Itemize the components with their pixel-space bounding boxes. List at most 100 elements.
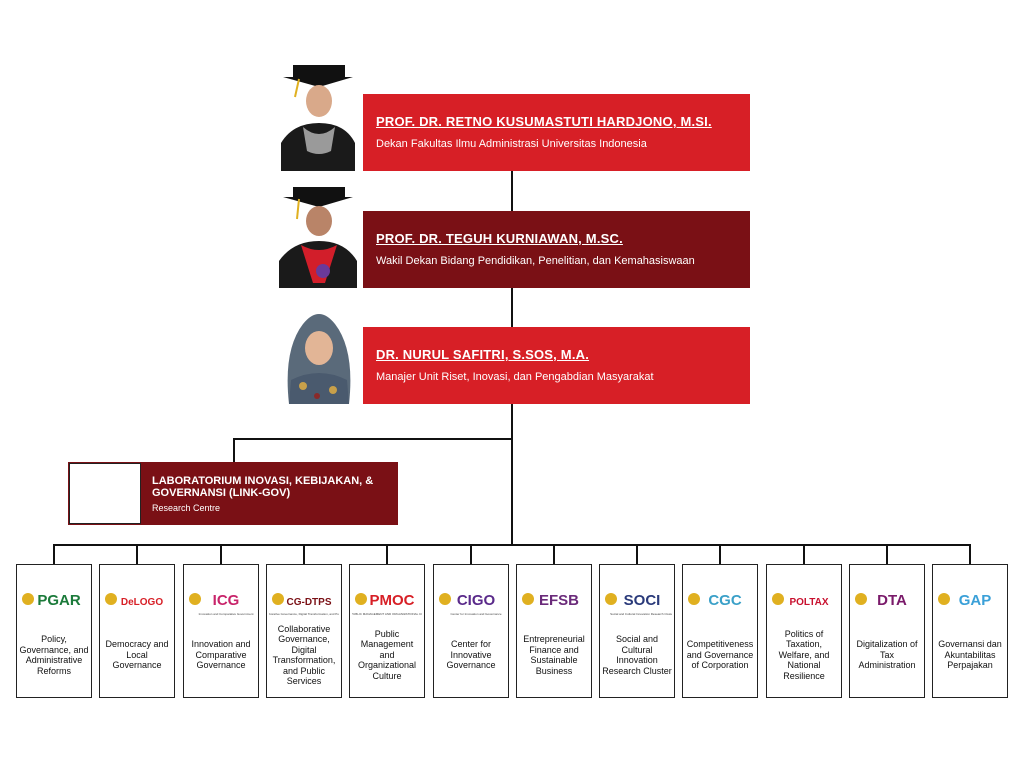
unit-logo-cgc: CGC	[685, 575, 755, 625]
unit-logo-pgar: PGAR	[19, 575, 89, 625]
university-seal-icon	[272, 593, 284, 605]
unit-card-dta: DTA Digitalization of Tax Administration	[849, 564, 925, 698]
unit-label: Policy, Governance, and Administrative R…	[19, 634, 89, 676]
university-seal-icon	[439, 593, 451, 605]
unit-logo-text: CIGO	[457, 592, 496, 609]
person-role: Dekan Fakultas Ilmu Administrasi Univers…	[376, 138, 647, 150]
lab-logo-placeholder	[69, 463, 141, 524]
unit-label: Governansi dan Akuntabilitas Perpajakan	[938, 639, 1002, 671]
unit-logo-text: DeLOGO	[121, 597, 163, 608]
unit-logo-graphic: POLTAX	[772, 593, 829, 608]
unit-label: Democracy and Local Governance	[105, 639, 169, 671]
portrait-icon	[279, 187, 357, 288]
person-role: Wakil Dekan Bidang Pendidikan, Penelitia…	[376, 255, 695, 267]
unit-logo-soci: SOCI Social and Cultural Innovation Resea…	[602, 575, 674, 625]
unit-logo-subtext: Collaborative Governance, Digital Transf…	[269, 612, 339, 616]
unit-logo-poltax: POLTAX	[769, 575, 839, 625]
unit-logo-text: GAP	[959, 592, 992, 609]
university-seal-icon	[772, 593, 784, 605]
university-seal-icon	[22, 593, 34, 605]
unit-logo-subtext: PUBLIC MANAGEMENT AND ORGANIZATIONAL CUL…	[352, 612, 422, 616]
unit-connector-drop	[303, 544, 305, 564]
photo-manager	[273, 314, 363, 404]
unit-logo-cg-dtps: CG-DTPS Collaborative Governance, Digital…	[262, 575, 356, 625]
portrait-icon	[287, 314, 351, 404]
unit-connector-drop	[803, 544, 805, 564]
unit-label: Innovation and Comparative Governance	[191, 639, 251, 671]
unit-logo-subtext: Center for Innovation and Governance	[450, 612, 501, 616]
unit-logo-subtext: Social and Cultural Innovation Research …	[610, 612, 672, 616]
unit-logo-delogo: DeLOGO	[102, 575, 172, 625]
university-seal-icon	[855, 593, 867, 605]
unit-logo-graphic: CG-DTPS Collaborative Governance, Digital…	[262, 593, 356, 616]
person-bar-manager: DR. NURUL SAFITRI, S.SOS, M.A. Manajer U…	[363, 327, 750, 404]
lab-subtitle: Research Centre	[152, 503, 221, 513]
unit-label: Digitalization of Tax Administration	[856, 639, 918, 671]
unit-logo-graphic: CGC	[688, 592, 742, 609]
unit-logo-cigo: CIGO Center for Innovation and Governance	[436, 575, 506, 625]
unit-logo-gap: GAP	[935, 575, 1005, 625]
unit-label: Public Management and Organizational Cul…	[357, 628, 417, 681]
unit-card-gap: GAP Governansi dan Akuntabilitas Perpajak…	[932, 564, 1008, 698]
portrait-icon	[281, 65, 355, 171]
university-seal-icon	[105, 593, 117, 605]
university-seal-icon	[522, 593, 534, 605]
unit-connector-drop	[220, 544, 222, 564]
person-name: PROF. DR. RETNO KUSUMASTUTI HARDJONO, M.…	[376, 114, 712, 129]
unit-connector-drop	[886, 544, 888, 564]
unit-connector-drop	[53, 544, 55, 564]
unit-connector-drop	[719, 544, 721, 564]
university-seal-icon	[189, 593, 201, 605]
unit-logo-graphic: CIGO Center for Innovation and Governance	[439, 592, 502, 616]
university-seal-icon	[688, 593, 700, 605]
unit-label: Social and Cultural Innovation Research …	[602, 634, 672, 676]
unit-label: Entrepreneurial Finance and Sustainable …	[523, 634, 585, 676]
unit-logo-text: DTA	[877, 592, 907, 609]
unit-logo-graphic: DTA	[855, 592, 907, 609]
unit-card-soci: SOCI Social and Cultural Innovation Resea…	[599, 564, 675, 698]
university-seal-icon	[605, 593, 617, 605]
person-bar-dean: PROF. DR. RETNO KUSUMASTUTI HARDJONO, M.…	[363, 94, 750, 171]
unit-label: Politics of Taxation, Welfare, and Natio…	[778, 628, 830, 681]
unit-connector-drop	[636, 544, 638, 564]
person-card-dean: PROF. DR. RETNO KUSUMASTUTI HARDJONO, M.…	[273, 65, 750, 171]
unit-card-cg-dtps: CG-DTPS Collaborative Governance, Digital…	[262, 564, 356, 698]
person-card-manager: DR. NURUL SAFITRI, S.SOS, M.A. Manajer U…	[273, 314, 750, 404]
unit-card-poltax: POLTAX Politics of Taxation, Welfare, and…	[766, 564, 842, 698]
lab-title: LABORATORIUM INOVASI, KEBIJAKAN, & GOVER…	[152, 475, 374, 499]
person-card-vice-dean: PROF. DR. TEGUH KURNIAWAN, M.SC. Wakil D…	[273, 187, 750, 288]
unit-logo-text: CG-DTPS	[287, 597, 332, 608]
connector-units-horizontal	[53, 544, 971, 546]
unit-logo-graphic: SOCI Social and Cultural Innovation Resea…	[605, 592, 674, 616]
unit-card-pgar: PGAR Policy, Governance, and Administrati…	[16, 564, 92, 698]
person-name: DR. NURUL SAFITRI, S.SOS, M.A.	[376, 347, 590, 362]
unit-connector-drop	[136, 544, 138, 564]
unit-logo-graphic: EFSB	[522, 592, 579, 609]
university-seal-icon	[938, 593, 950, 605]
unit-connector-drop	[386, 544, 388, 564]
unit-logo-text: CGC	[708, 592, 742, 609]
unit-logo-text: SOCI	[624, 592, 661, 609]
person-bar-vice-dean: PROF. DR. TEGUH KURNIAWAN, M.SC. Wakil D…	[363, 211, 750, 288]
unit-label: Collaborative Governance, Digital Transf…	[272, 623, 336, 687]
unit-card-efsb: EFSB Entrepreneurial Finance and Sustaina…	[516, 564, 592, 698]
unit-logo-text: EFSB	[539, 592, 579, 609]
unit-logo-dta: DTA	[852, 575, 922, 625]
unit-logo-subtext: Innovation and Comparative Government	[199, 612, 254, 616]
unit-connector-drop	[470, 544, 472, 564]
unit-logo-text: PGAR	[37, 592, 81, 609]
unit-card-delogo: DeLOGO Democracy and Local Governance	[99, 564, 175, 698]
connector-lab-horizontal	[233, 438, 513, 440]
person-role: Manajer Unit Riset, Inovasi, dan Pengabd…	[376, 371, 654, 383]
unit-logo-efsb: EFSB	[519, 575, 589, 625]
person-name: PROF. DR. TEGUH KURNIAWAN, M.SC.	[376, 231, 623, 246]
photo-vice-dean	[273, 187, 363, 288]
unit-logo-graphic: PGAR	[22, 592, 81, 609]
connector-lab-vertical	[233, 438, 235, 462]
